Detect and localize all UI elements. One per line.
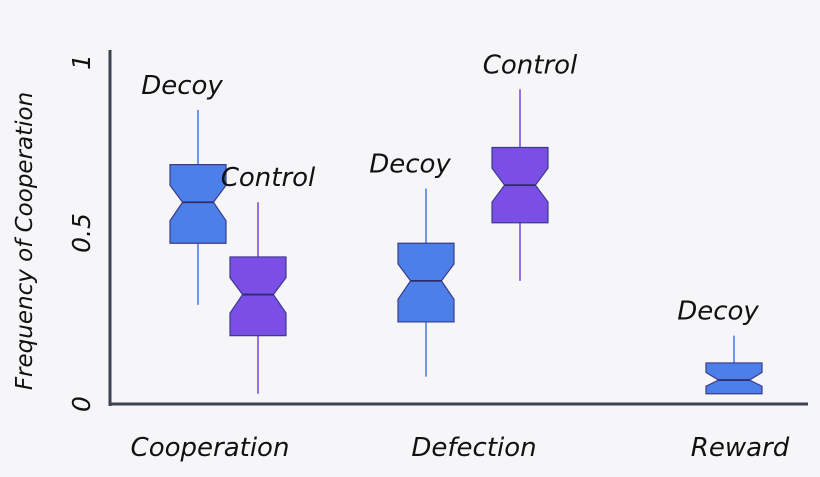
x-category-label: Cooperation (131, 433, 290, 463)
axes (108, 50, 808, 406)
box-defection-decoy: Decoy (369, 150, 455, 377)
box-label: Decoy (141, 71, 223, 101)
box-cooperation-control: Control (221, 163, 316, 394)
box-body (705, 362, 763, 395)
y-tick-label: 0 (67, 396, 96, 412)
box-body (229, 256, 287, 337)
box-body (397, 242, 455, 323)
box-defection-control: Control (483, 50, 578, 281)
y-ticks: 00.51 (67, 54, 96, 412)
x-category-label: Reward (691, 433, 790, 463)
box-label: Control (221, 163, 316, 193)
x-category-labels: Cooperation Defection Reward (131, 433, 790, 463)
y-tick-label: 0.5 (67, 213, 96, 253)
box-label: Control (483, 50, 578, 80)
y-axis-label: Frequency of Cooperation (12, 92, 38, 390)
y-tick-label: 1 (67, 54, 96, 70)
box-cooperation-decoy: Decoy (141, 71, 227, 305)
box-label: Decoy (369, 150, 451, 180)
x-category-label: Defection (411, 433, 536, 463)
box-reward-decoy: Decoy (677, 297, 763, 395)
box-label: Decoy (677, 297, 759, 327)
box-body (169, 164, 227, 244)
